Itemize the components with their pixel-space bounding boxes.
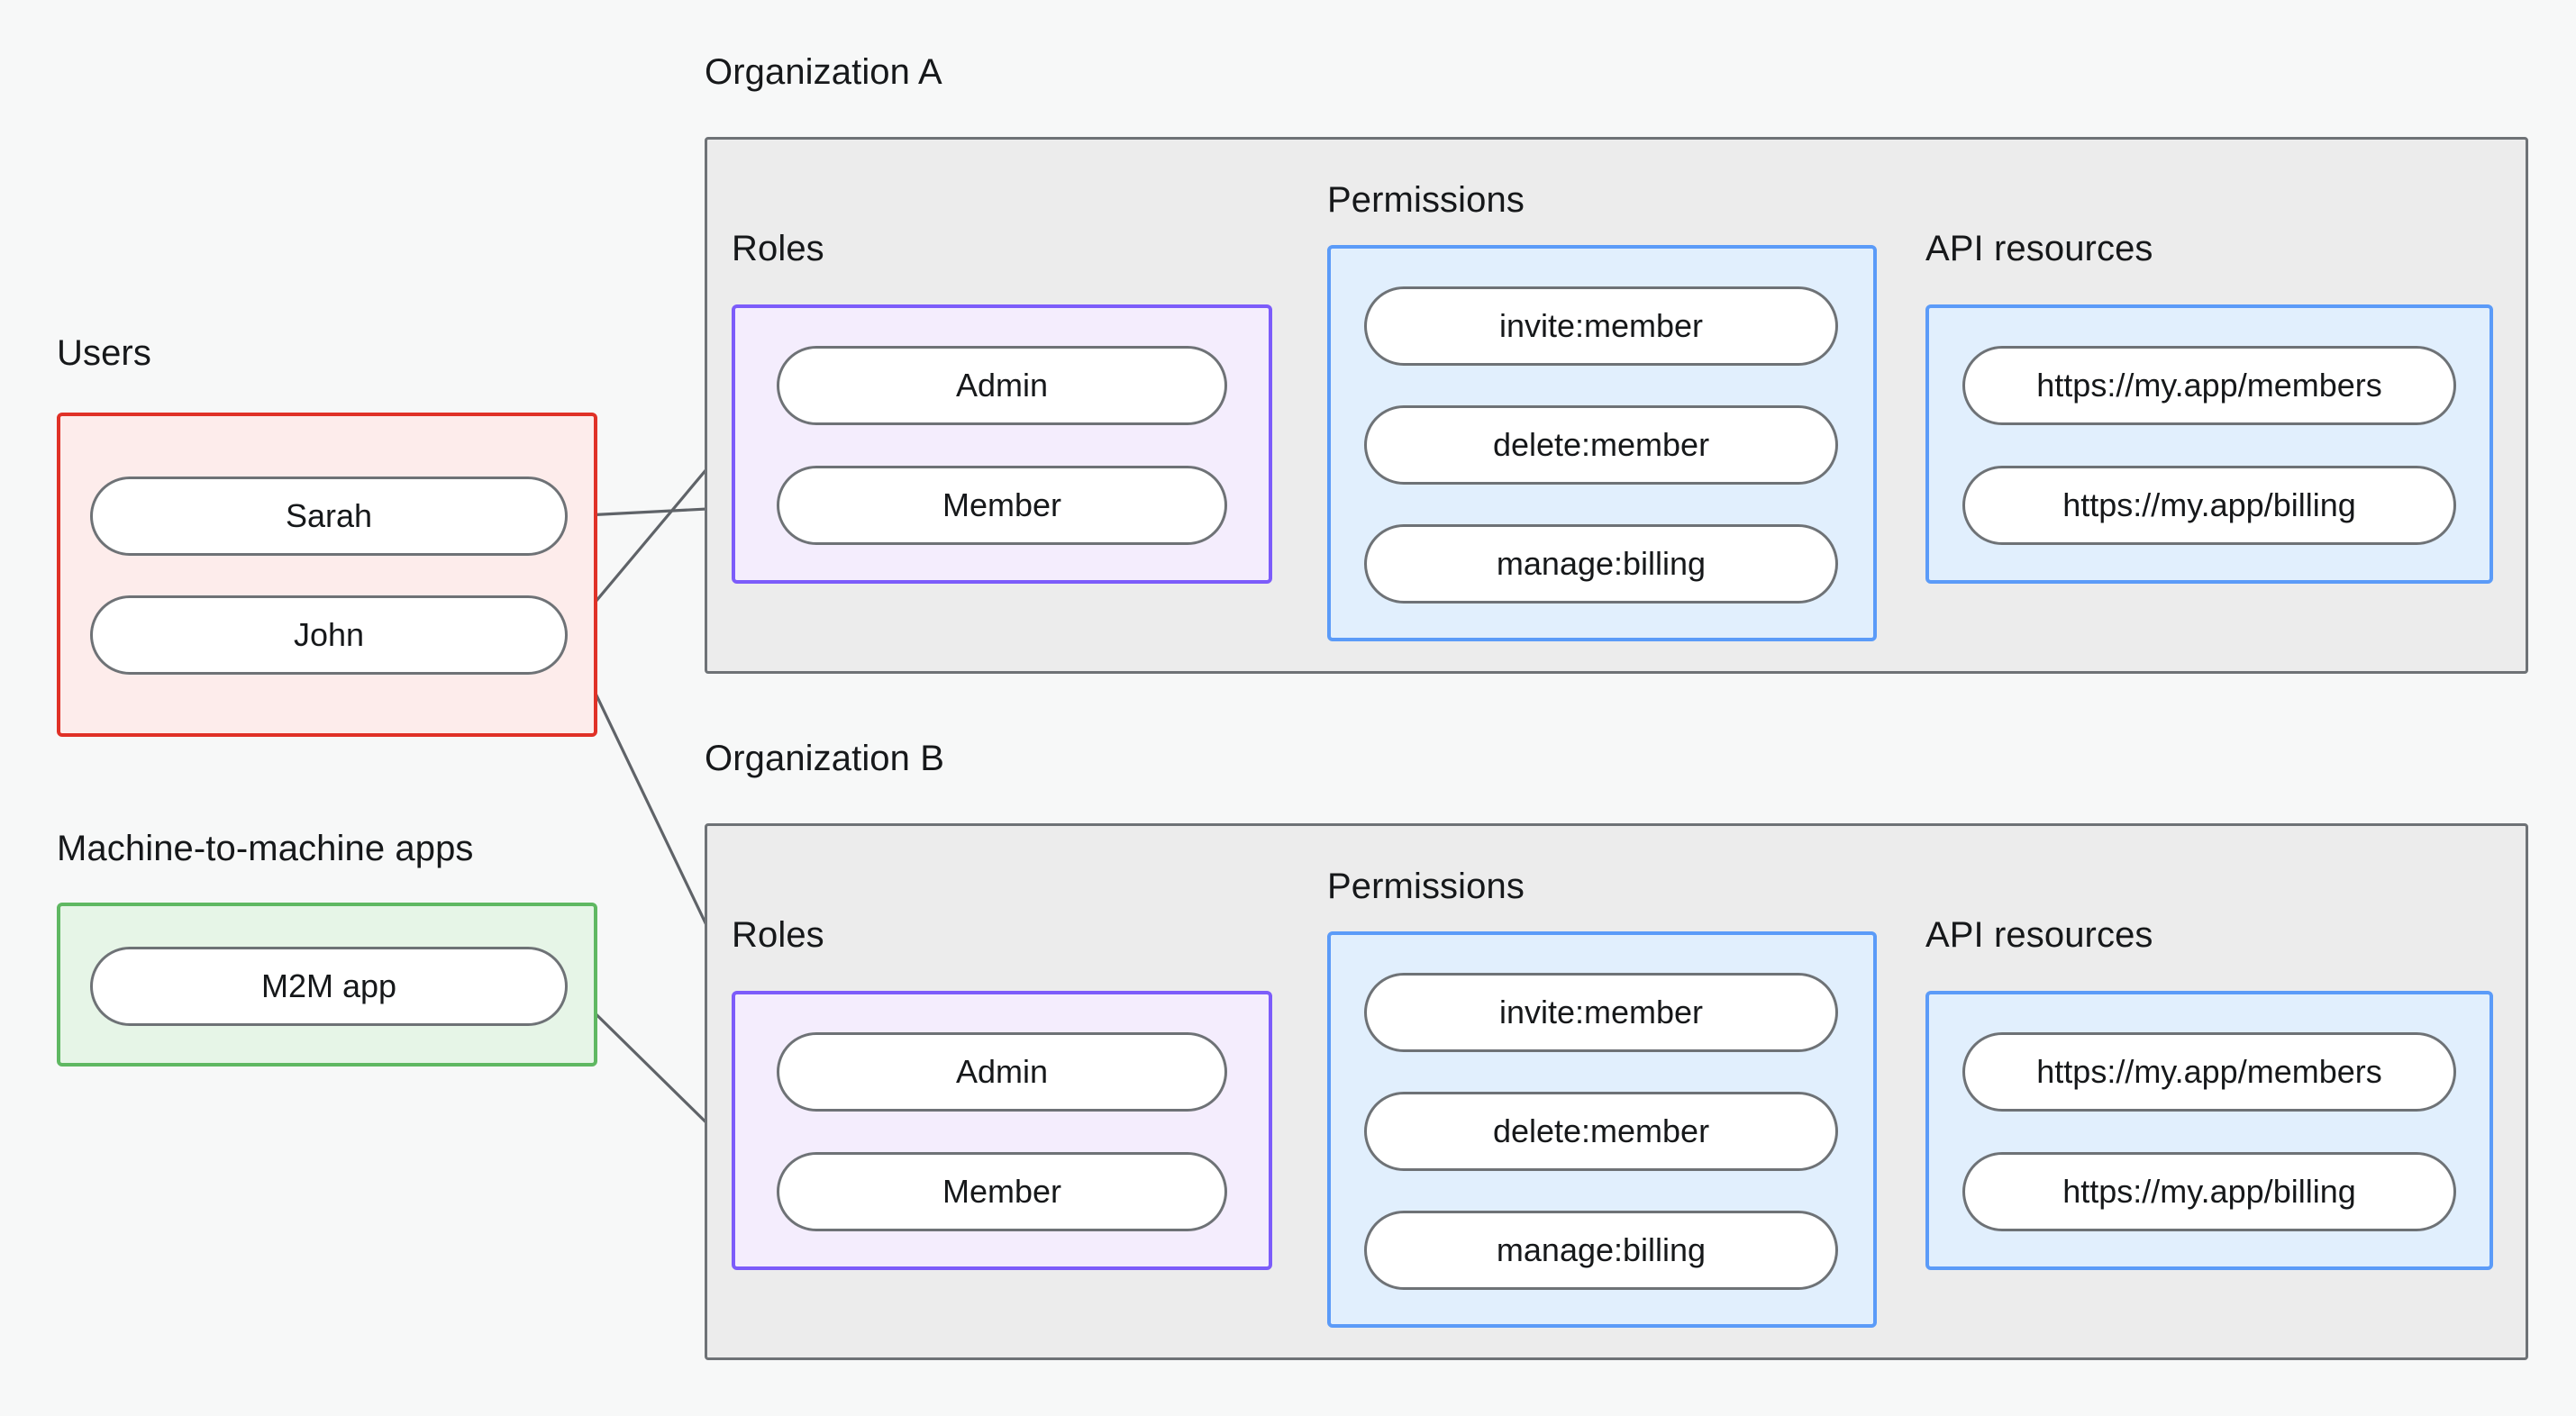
org-a-permission-invite-member[interactable]: invite:member — [1364, 286, 1838, 366]
org-b-role-admin[interactable]: Admin — [777, 1032, 1227, 1112]
org-a-roles-title: Roles — [732, 229, 824, 268]
org-a-permission-delete-member[interactable]: delete:member — [1364, 405, 1838, 485]
org-a-role-member[interactable]: Member — [777, 466, 1227, 545]
org-a-permissions-title: Permissions — [1327, 180, 1525, 220]
users-title: Users — [57, 333, 151, 373]
org-b-permission-invite-member[interactable]: invite:member — [1364, 973, 1838, 1052]
org-b-role-member[interactable]: Member — [777, 1152, 1227, 1231]
m2m-app[interactable]: M2M app — [90, 947, 568, 1026]
org-a-title: Organization A — [705, 52, 942, 92]
org-a-permission-manage-billing[interactable]: manage:billing — [1364, 524, 1838, 604]
org-b-permission-manage-billing[interactable]: manage:billing — [1364, 1211, 1838, 1290]
org-a-api-resource-members[interactable]: https://my.app/members — [1962, 346, 2456, 425]
org-b-title: Organization B — [705, 739, 944, 778]
org-b-roles-title: Roles — [732, 915, 824, 955]
org-b-api-resource-billing[interactable]: https://my.app/billing — [1962, 1152, 2456, 1231]
users-group — [57, 413, 597, 737]
org-b-permissions-title: Permissions — [1327, 867, 1525, 906]
org-b-api-resources-title: API resources — [1925, 915, 2153, 955]
org-b-permission-delete-member[interactable]: delete:member — [1364, 1092, 1838, 1171]
user-john[interactable]: John — [90, 595, 568, 675]
org-a-api-resources-title: API resources — [1925, 229, 2153, 268]
org-a-role-admin[interactable]: Admin — [777, 346, 1227, 425]
org-a-api-resource-billing[interactable]: https://my.app/billing — [1962, 466, 2456, 545]
user-sarah[interactable]: Sarah — [90, 477, 568, 556]
m2m-title: Machine-to-machine apps — [57, 829, 474, 868]
org-b-api-resource-members[interactable]: https://my.app/members — [1962, 1032, 2456, 1112]
